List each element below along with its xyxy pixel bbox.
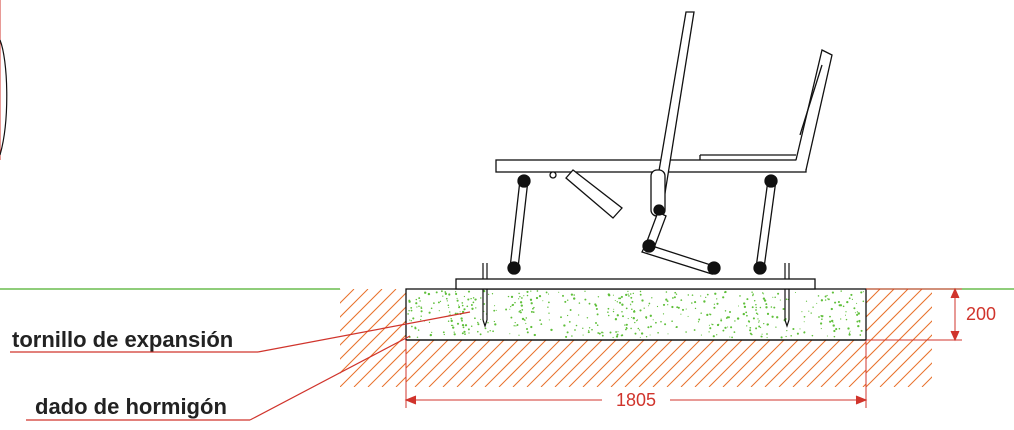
depth-dimension [866,287,962,342]
exercise-machine [495,11,833,275]
concrete-speckle [407,290,865,339]
depth-dimension-label: 200 [966,304,996,324]
base-plate [455,278,816,290]
width-dimension [404,340,868,408]
concrete-block-label: dado de hormigón [35,394,227,419]
left-edge-fragment [0,0,8,160]
anchor-bolt-label: tornillo de expansión [12,327,233,352]
rear-leg [755,179,777,269]
soil-hatch [340,289,932,387]
pivot-joints [507,174,778,275]
seat-board [495,159,807,173]
concrete-block [405,288,867,341]
width-dimension-label: 1805 [616,390,656,410]
lever-arm [641,11,715,275]
backrest [795,49,833,171]
handle [565,169,623,219]
leader-lines [10,311,471,421]
front-leg [509,179,529,269]
